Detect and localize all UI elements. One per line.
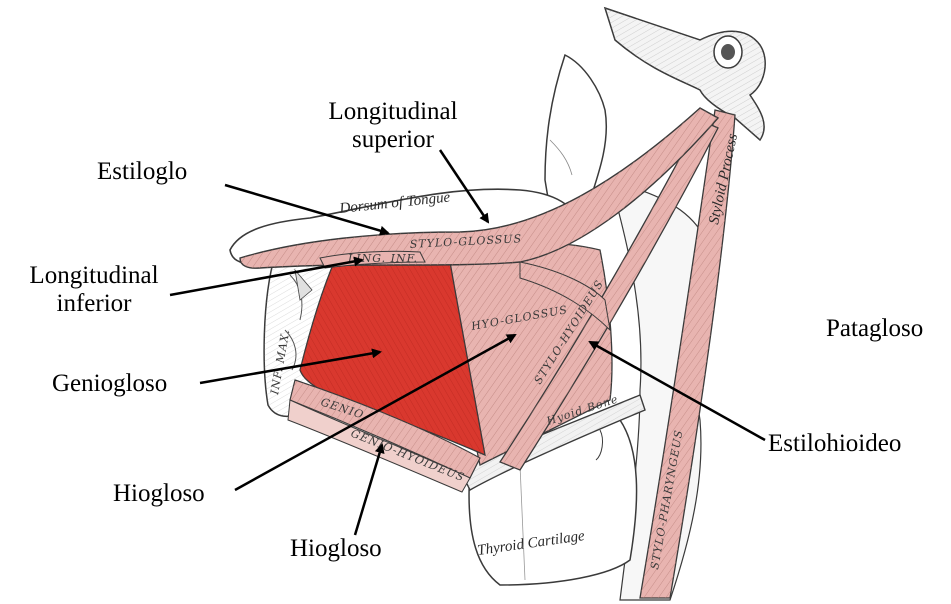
arrow-hiogloso-2 bbox=[355, 445, 382, 535]
label-hiogloso-1: Hiogloso bbox=[113, 480, 205, 508]
label-hiogloso-2: Hiogloso bbox=[290, 535, 382, 563]
label-longitudinal-superior: Longitudinal superior bbox=[308, 98, 478, 154]
skull-bone bbox=[605, 8, 765, 140]
engraved-ling-inf: LING. INF. bbox=[347, 252, 418, 265]
label-longitudinal-inferior-line1: Longitudinal bbox=[10, 262, 178, 290]
label-longitudinal-inferior: Longitudinal inferior bbox=[10, 262, 178, 318]
label-longitudinal-inferior-line2: inferior bbox=[10, 290, 178, 318]
label-longitudinal-superior-line1: Longitudinal bbox=[308, 98, 478, 126]
label-geniogloso: Geniogloso bbox=[52, 370, 167, 398]
label-longitudinal-superior-line2: superior bbox=[308, 126, 478, 154]
label-estiloglo: Estiloglo bbox=[97, 158, 187, 186]
label-estilohioideo: Estilohioideo bbox=[768, 430, 901, 458]
label-patagloso: Patagloso bbox=[826, 315, 923, 343]
